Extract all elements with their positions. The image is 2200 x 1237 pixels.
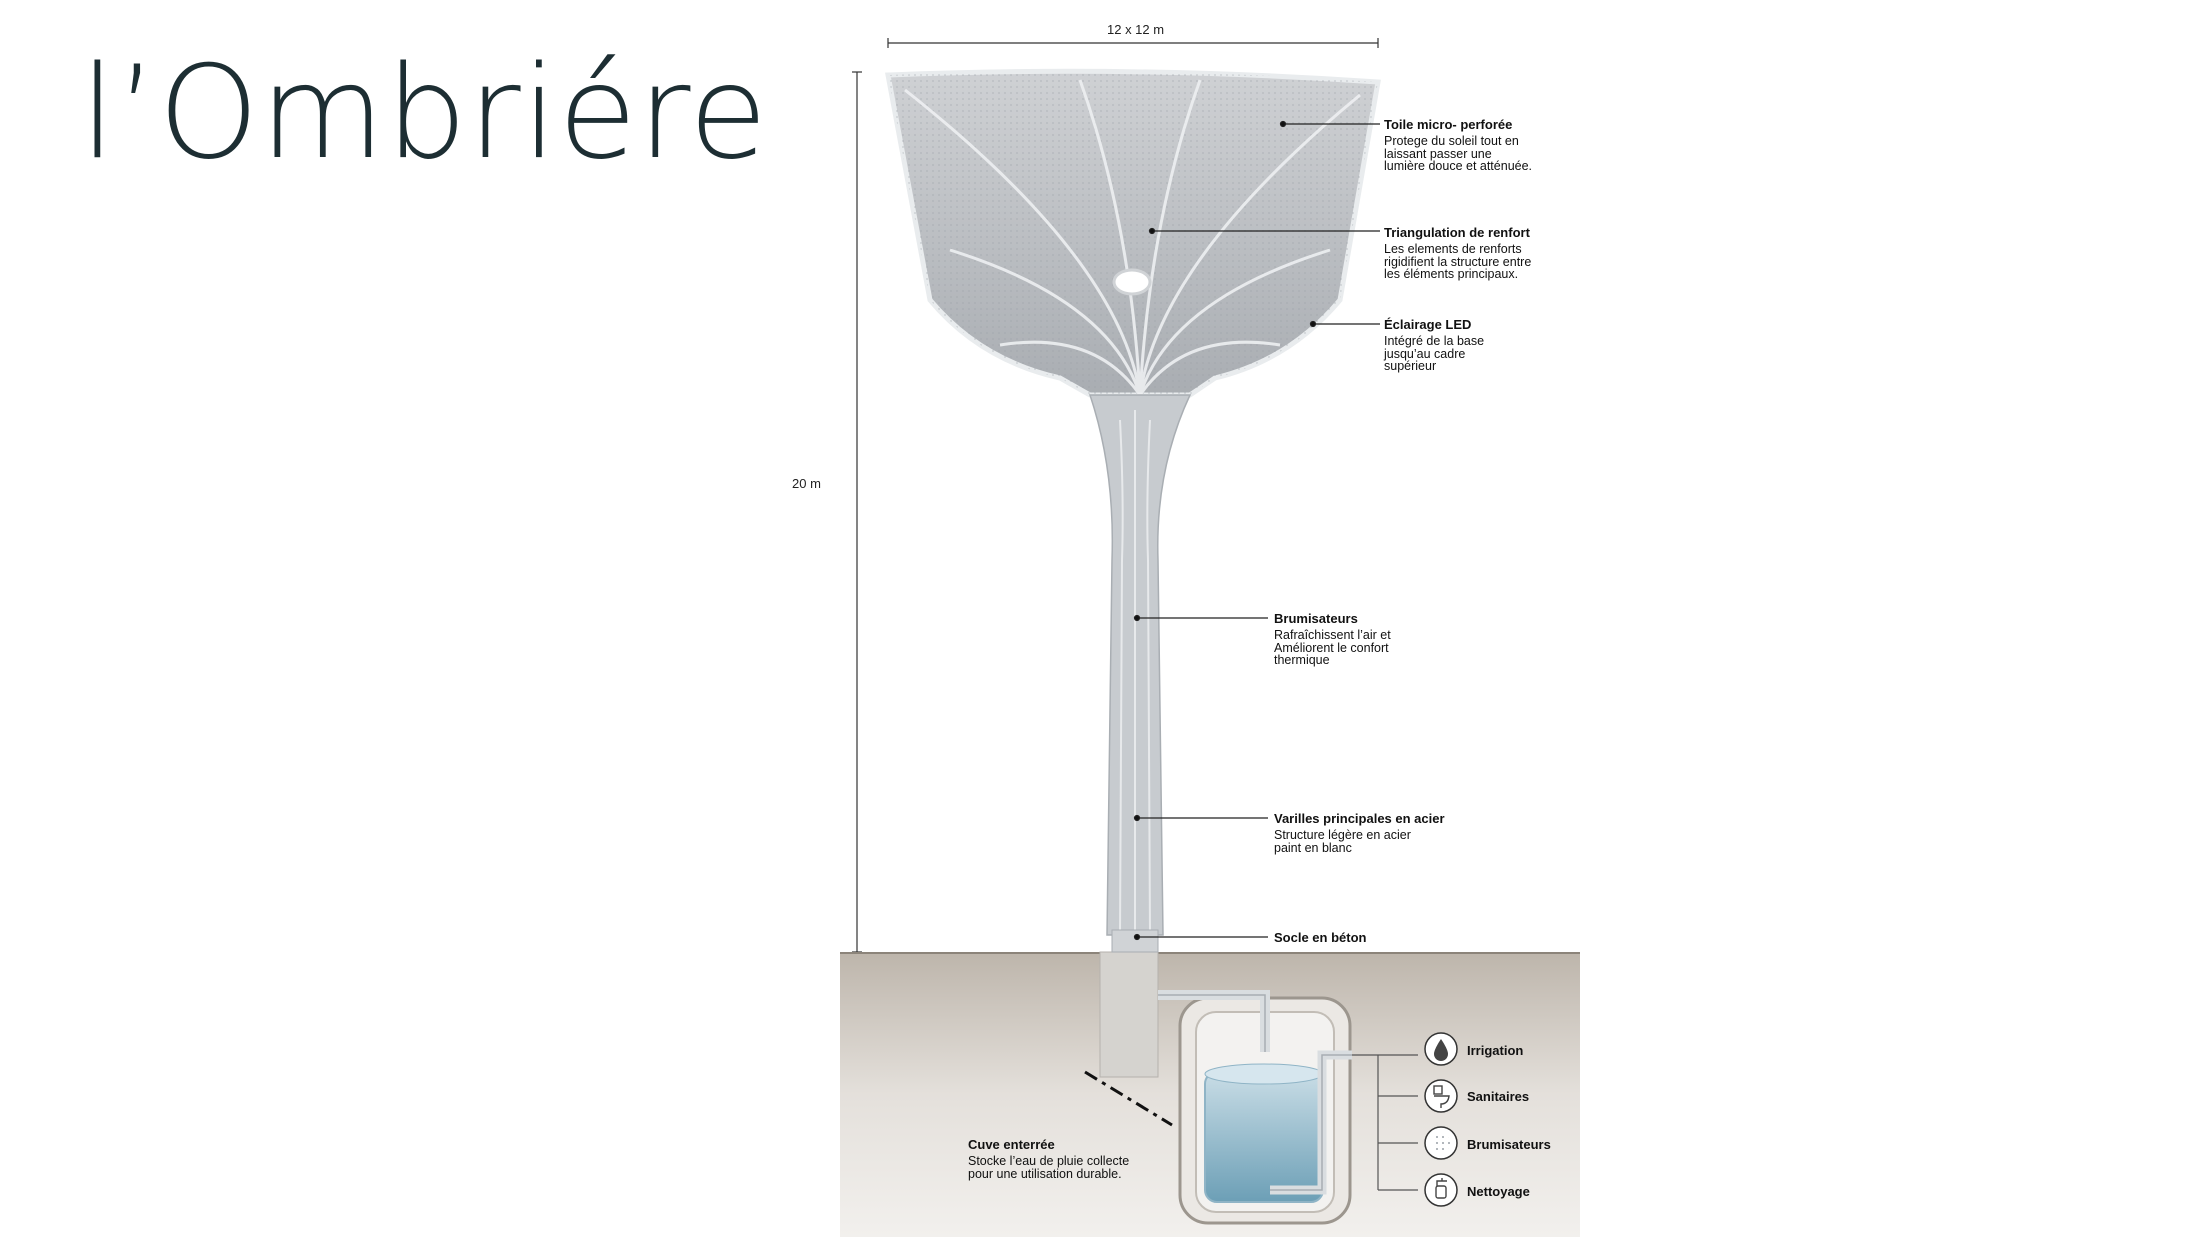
use-label-sanitaires: Sanitaires: [1467, 1089, 1530, 1104]
callout-socle: Socle en béton: [1274, 930, 1366, 945]
width-dimension-label: 12 x 12 m: [1107, 22, 1165, 37]
callout-toile: Toile micro- perforée Protege du soleil …: [1384, 117, 1584, 173]
width-dimension-line: [887, 38, 1379, 48]
section-cut-line: [1084, 1070, 1173, 1127]
callout-description: Structure légère en acier paint en blanc: [1274, 828, 1411, 855]
mist-icon: [1424, 1126, 1458, 1160]
callout-leaders: [1133, 120, 1380, 941]
callout-brumisateurs: Brumisateurs Rafraîchissent l’air et Amé…: [1274, 611, 1474, 667]
callout-description: Rafraîchissent l’air et Améliorent le co…: [1274, 628, 1391, 667]
height-dimension-line: [852, 71, 862, 953]
concrete-base: [1099, 951, 1159, 1078]
callout-description: Protege du soleil tout en laissant passe…: [1384, 134, 1533, 173]
callout-description: Intégré de la base jusqu’au cadre supéri…: [1384, 334, 1485, 373]
trunk: [1088, 394, 1192, 936]
callout-title: Éclairage LED: [1384, 317, 1472, 332]
callout-title: Toile micro- perforée: [1384, 117, 1513, 132]
distribution-lines: [1352, 1054, 1418, 1191]
water-drop-icon: [1424, 1032, 1458, 1066]
callout-title: Brumisateurs: [1274, 611, 1358, 626]
callout-varilles: Varilles principales en acier Structure …: [1274, 811, 1474, 854]
use-label-nettoyage: Nettoyage: [1467, 1184, 1530, 1199]
spray-bottle-icon: [1424, 1173, 1458, 1207]
callout-description: Stocke l’eau de pluie collecte pour une …: [968, 1154, 1130, 1181]
canopy-ribs: [904, 79, 1361, 396]
water-tank: [1204, 1071, 1324, 1203]
callout-title: Socle en béton: [1274, 930, 1367, 945]
callout-title: Varilles principales en acier: [1274, 811, 1445, 826]
use-label-irrigation: Irrigation: [1467, 1043, 1524, 1058]
page-title: l’Ombriére: [80, 39, 769, 188]
toilet-icon: [1424, 1079, 1458, 1113]
use-label-brumisateurs: Brumisateurs: [1467, 1137, 1551, 1152]
callout-cuve: Cuve enterrée Stocke l’eau de pluie coll…: [968, 1137, 1188, 1180]
callout-title: Triangulation de renfort: [1384, 225, 1530, 240]
callout-description: Les elements de renforts rigidifient la …: [1384, 242, 1532, 281]
height-dimension-label: 20 m: [792, 476, 821, 491]
canopy-oculus: [1112, 268, 1152, 296]
callout-led: Éclairage LED Intégré de la base jusqu’a…: [1384, 317, 1584, 373]
callout-triangulation: Triangulation de renfort Les elements de…: [1384, 225, 1584, 281]
callout-title: Cuve enterrée: [968, 1137, 1055, 1152]
